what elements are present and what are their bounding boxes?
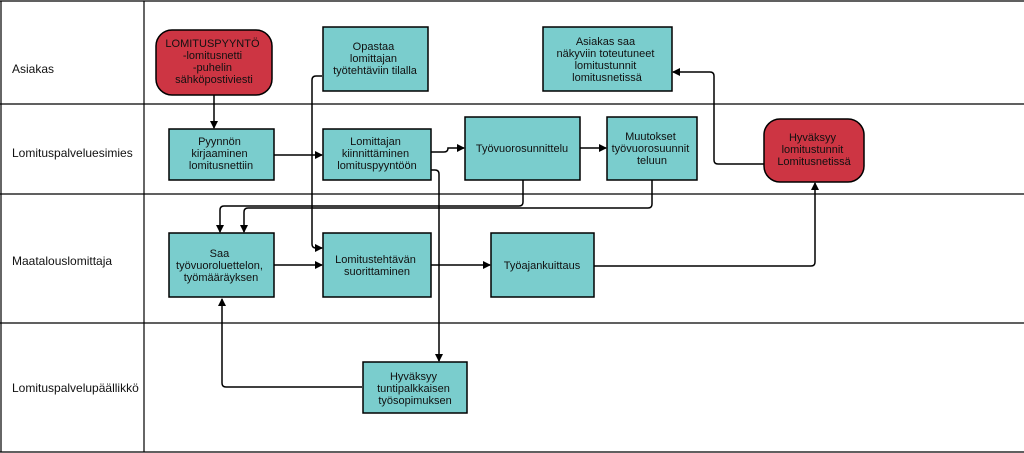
node-tyoajankuittaus-shape	[490, 232, 595, 298]
node-lomitustehtavan-suorittaminen-shape	[322, 232, 432, 298]
node-lomittajan-kiinnittaminen[interactable]: Lomittajan kiinnittäminen lomituspyyntöö…	[322, 128, 432, 181]
node-asiakas-saa[interactable]: Asiakas saa näkyviin toteutuneet lomitus…	[542, 26, 673, 92]
node-saa-tyovuoroluettelon[interactable]: Saa työvuoroluettelon, työmääräyksen	[168, 232, 275, 298]
node-hyvaksyy-tyosopimuksen[interactable]: Hyväksyy tuntipalkkaisen työsopimuksen	[362, 361, 468, 414]
node-opastaa-line: työtehtäviin tilalla	[333, 65, 418, 77]
node-lomittajan-kiinnittaminen-text: Lomittajan kiinnittäminen lomituspyyntöö…	[337, 136, 417, 172]
node-hyvaksyy-tyosopimuksen-line: tuntipalkkaisen	[377, 383, 450, 395]
node-hyvaksyy-tyosopimuksen-shape	[362, 361, 468, 414]
edge-n8-n3	[672, 68, 764, 165]
node-asiakas-saa-shape	[542, 26, 673, 92]
node-muutokset[interactable]: Muutokset työvuorosuunnit teluun	[606, 116, 698, 181]
node-pyynnon-kirjaaminen[interactable]: Pyynnön kirjaaminen lomitusnettiin	[168, 128, 275, 181]
node-opastaa-text: Opastaa lomittajan työtehtäviin tilalla	[333, 41, 418, 77]
node-pyynnon-kirjaaminen-shape	[168, 128, 275, 181]
node-opastaa-line: lomittajan	[350, 53, 397, 65]
node-lomitustehtavan-suorittaminen[interactable]: Lomitustehtävän suorittaminen	[322, 232, 432, 298]
node-tyovuorosunnittelu-text: Työvuorosunnittelu	[476, 143, 568, 155]
node-hyvaksyy-tyosopimuksen-line: Hyväksyy	[390, 371, 438, 383]
node-saa-tyovuoroluettelon-line: työvuoroluettelon,	[176, 260, 263, 272]
edge-n5-n6	[431, 144, 465, 153]
node-lomitustehtavan-suorittaminen-line: Lomitustehtävän	[335, 254, 416, 266]
node-lomitustehtavan-suorittaminen-line: suorittaminen	[344, 266, 410, 278]
node-hyvaksyy-lomitustunnit-line: Hyväksyy	[789, 132, 837, 144]
node-lomitustehtavan-suorittaminen-text: Lomitustehtävän suorittaminen	[335, 254, 419, 278]
edge-n6-n9	[216, 180, 524, 233]
node-saa-tyovuoroluettelon-text: Saa työvuoroluettelon, työmääräyksen	[176, 248, 266, 284]
node-hyvaksyy-tyosopimuksen-line: työsopimuksen	[378, 395, 451, 407]
node-tyovuorosunnittelu-shape	[464, 116, 581, 181]
node-lomittajan-kiinnittaminen-line: lomituspyyntöön	[337, 160, 417, 172]
node-asiakas-saa-line: lomitusnetissä	[572, 72, 643, 84]
node-hyvaksyy-lomitustunnit-shape	[763, 118, 865, 183]
lane-label-asiakas: Asiakas	[12, 62, 54, 76]
lane-label-lomittaja: Maatalouslomittaja	[12, 254, 112, 268]
node-asiakas-saa-text: Asiakas saa näkyviin toteutuneet lomitus…	[557, 36, 658, 84]
edge-n5-n12	[431, 169, 443, 362]
node-opastaa-shape	[322, 26, 429, 92]
nodes: LOMITUSPYYNTÖ -lomitusnetti -puhelin säh…	[155, 26, 865, 414]
node-pyynnon-kirjaaminen-line: kirjaaminen	[191, 148, 247, 160]
node-muutokset-line: työvuorosuunnit	[612, 143, 690, 155]
node-lomituspyynto-line: sähköpostiviesti	[175, 74, 253, 86]
node-opastaa-line: Opastaa	[353, 41, 395, 53]
node-tyoajankuittaus[interactable]: Työajankuittaus	[490, 232, 595, 298]
node-lomituspyynto-text: LOMITUSPYYNTÖ -lomitusnetti -puhelin säh…	[165, 38, 262, 86]
edge-n2-n10	[311, 75, 323, 252]
node-hyvaksyy-lomitustunnit-line: Lomitusnetissä	[777, 156, 851, 168]
node-pyynnon-kirjaaminen-line: Pyynnön	[198, 136, 241, 148]
node-tyoajankuittaus-line: Työajankuittaus	[504, 260, 581, 272]
node-lomituspyynto-shape	[155, 29, 273, 96]
edge-n12-n9	[218, 298, 362, 388]
edge-n11-n8	[594, 182, 819, 267]
edge-n7-n9	[240, 180, 653, 233]
node-lomituspyynto-line: LOMITUSPYYNTÖ	[165, 38, 260, 50]
node-saa-tyovuoroluettelon-shape	[168, 232, 275, 298]
node-lomittajan-kiinnittaminen-line: kiinnittäminen	[342, 148, 409, 160]
node-lomittajan-kiinnittaminen-line: Lomittajan	[350, 136, 401, 148]
node-saa-tyovuoroluettelon-line: työmääräyksen	[184, 272, 259, 284]
node-hyvaksyy-lomitustunnit-text: Hyväksyy lomitustunnit Lomitusnetissä	[777, 132, 851, 168]
node-lomittajan-kiinnittaminen-shape	[322, 128, 432, 181]
node-hyvaksyy-lomitustunnit[interactable]: Hyväksyy lomitustunnit Lomitusnetissä	[763, 118, 865, 183]
node-lomituspyynto-line: -lomitusnetti	[183, 50, 242, 62]
node-muutokset-line: teluun	[637, 155, 667, 167]
node-lomituspyynto-line: -puhelin	[193, 62, 232, 74]
node-hyvaksyy-tyosopimuksen-text: Hyväksyy tuntipalkkaisen työsopimuksen	[377, 371, 453, 407]
node-pyynnon-kirjaaminen-line: lomitusnettiin	[189, 160, 253, 172]
node-asiakas-saa-line: lomitustunnit	[575, 60, 637, 72]
lane-labels: Asiakas Lomituspalveluesimies Maatalousl…	[12, 62, 139, 395]
node-pyynnon-kirjaaminen-text: Pyynnön kirjaaminen lomitusnettiin	[189, 136, 253, 172]
lane-label-paallikko: Lomituspalvelupäällikkö	[12, 381, 139, 395]
node-asiakas-saa-line: Asiakas saa	[576, 36, 636, 48]
connectors	[210, 68, 819, 388]
node-tyoajankuittaus-text: Työajankuittaus	[504, 260, 581, 272]
node-tyovuorosunnittelu-line: Työvuorosunnittelu	[476, 143, 568, 155]
node-lomituspyynto[interactable]: LOMITUSPYYNTÖ -lomitusnetti -puhelin säh…	[155, 29, 273, 96]
node-hyvaksyy-lomitustunnit-line: lomitustunnit	[782, 144, 844, 156]
node-opastaa[interactable]: Opastaa lomittajan työtehtäviin tilalla	[322, 26, 429, 92]
node-muutokset-shape	[606, 116, 698, 181]
node-tyovuorosunnittelu[interactable]: Työvuorosunnittelu	[464, 116, 581, 181]
node-saa-tyovuoroluettelon-line: Saa	[210, 248, 230, 260]
lane-label-esimies: Lomituspalveluesimies	[12, 146, 133, 160]
node-asiakas-saa-line: näkyviin toteutuneet	[557, 48, 655, 60]
node-muutokset-line: Muutokset	[625, 131, 676, 143]
node-muutokset-text: Muutokset työvuorosuunnit teluun	[612, 131, 693, 167]
